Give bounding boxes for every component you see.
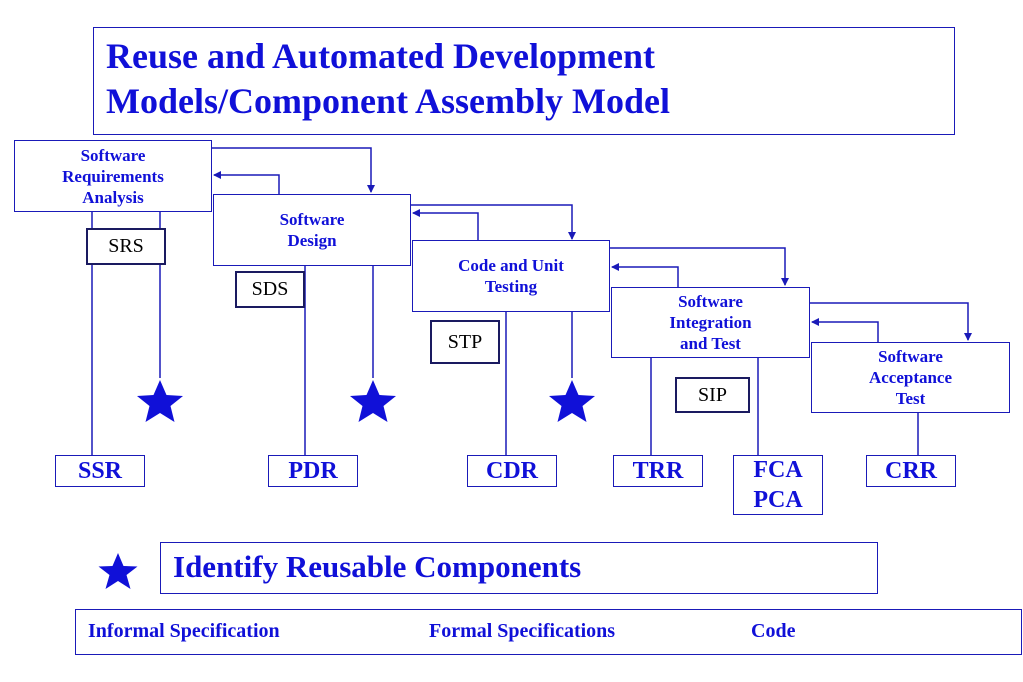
review-label: CRR	[885, 458, 937, 484]
flow-arrow-req-to-design	[212, 147, 375, 193]
phase-label: Analysis	[82, 187, 144, 207]
phase-software-design: Software Design	[213, 194, 411, 266]
flow-arrow-code-to-integration	[610, 247, 789, 286]
phase-label: Integration	[669, 313, 752, 332]
review-label: PCA	[753, 487, 803, 513]
flow-arrow-design-to-code	[411, 204, 576, 240]
title-line-2: Models/Component Assembly Model	[106, 81, 671, 121]
flow-informal: Informal Specification	[88, 620, 280, 642]
phase-acceptance-test: Software Acceptance Test	[811, 342, 1010, 413]
page-title: Reuse and Automated Development Models/C…	[106, 34, 670, 124]
doc-stp: STP	[430, 320, 500, 364]
phase-label: Code and Unit	[458, 256, 564, 275]
review-trr: TRR	[613, 455, 703, 487]
phase-label: Acceptance	[868, 368, 953, 387]
review-label: CDR	[486, 458, 538, 484]
review-label: PDR	[288, 458, 338, 484]
review-fca-pca: FCA PCA	[733, 455, 823, 515]
phase-label: Software	[80, 145, 146, 165]
phase-label: Software	[878, 347, 943, 366]
review-label: FCA	[753, 457, 803, 483]
title-box: Reuse and Automated Development Models/C…	[93, 27, 955, 135]
star-icon	[549, 380, 595, 422]
phase-label: Design	[287, 231, 337, 250]
legend-box: Identify Reusable Components	[160, 542, 878, 594]
feedback-arrow-code-to-design	[412, 209, 479, 240]
phase-label: and Test	[680, 334, 741, 353]
feedback-arrow-integration-to-code	[611, 263, 679, 287]
review-label: SSR	[77, 458, 123, 484]
doc-label: SRS	[108, 235, 144, 257]
doc-srs: SRS	[86, 228, 166, 265]
phase-label: Test	[895, 389, 926, 408]
review-label: TRR	[632, 458, 684, 484]
star-icon	[137, 380, 183, 422]
phase-integration-and-test: Software Integration and Test	[611, 287, 810, 358]
review-pdr: PDR	[268, 455, 358, 487]
star-icon	[350, 380, 396, 422]
doc-sds: SDS	[235, 271, 305, 308]
review-crr: CRR	[866, 455, 956, 487]
flow-formal: Formal Specifications	[429, 620, 616, 642]
feedback-arrow-design-to-req	[213, 171, 280, 194]
phase-label: Software	[279, 210, 345, 229]
flow-arrow-integration-to-acceptance	[810, 302, 972, 341]
phase-label: Requirements	[62, 166, 164, 186]
legend-star-icon	[98, 553, 138, 589]
review-cdr: CDR	[467, 455, 557, 487]
legend-text: Identify Reusable Components	[173, 549, 582, 584]
flow-code: Code	[751, 620, 796, 642]
title-line-1: Reuse and Automated Development	[106, 36, 655, 76]
doc-sip: SIP	[675, 377, 750, 413]
phase-label: Testing	[484, 277, 538, 296]
phase-label: Software	[678, 292, 743, 311]
feedback-arrow-acceptance-to-integration	[811, 318, 879, 342]
doc-label: SIP	[698, 383, 727, 406]
phase-code-and-unit-testing: Code and Unit Testing	[412, 240, 610, 312]
review-ssr: SSR	[55, 455, 145, 487]
doc-label: SDS	[251, 278, 289, 300]
doc-label: STP	[447, 330, 483, 353]
phase-requirements-analysis: Software Requirements Analysis	[14, 140, 212, 212]
specification-flow: Informal Specification Formal Specificat…	[75, 609, 1022, 655]
